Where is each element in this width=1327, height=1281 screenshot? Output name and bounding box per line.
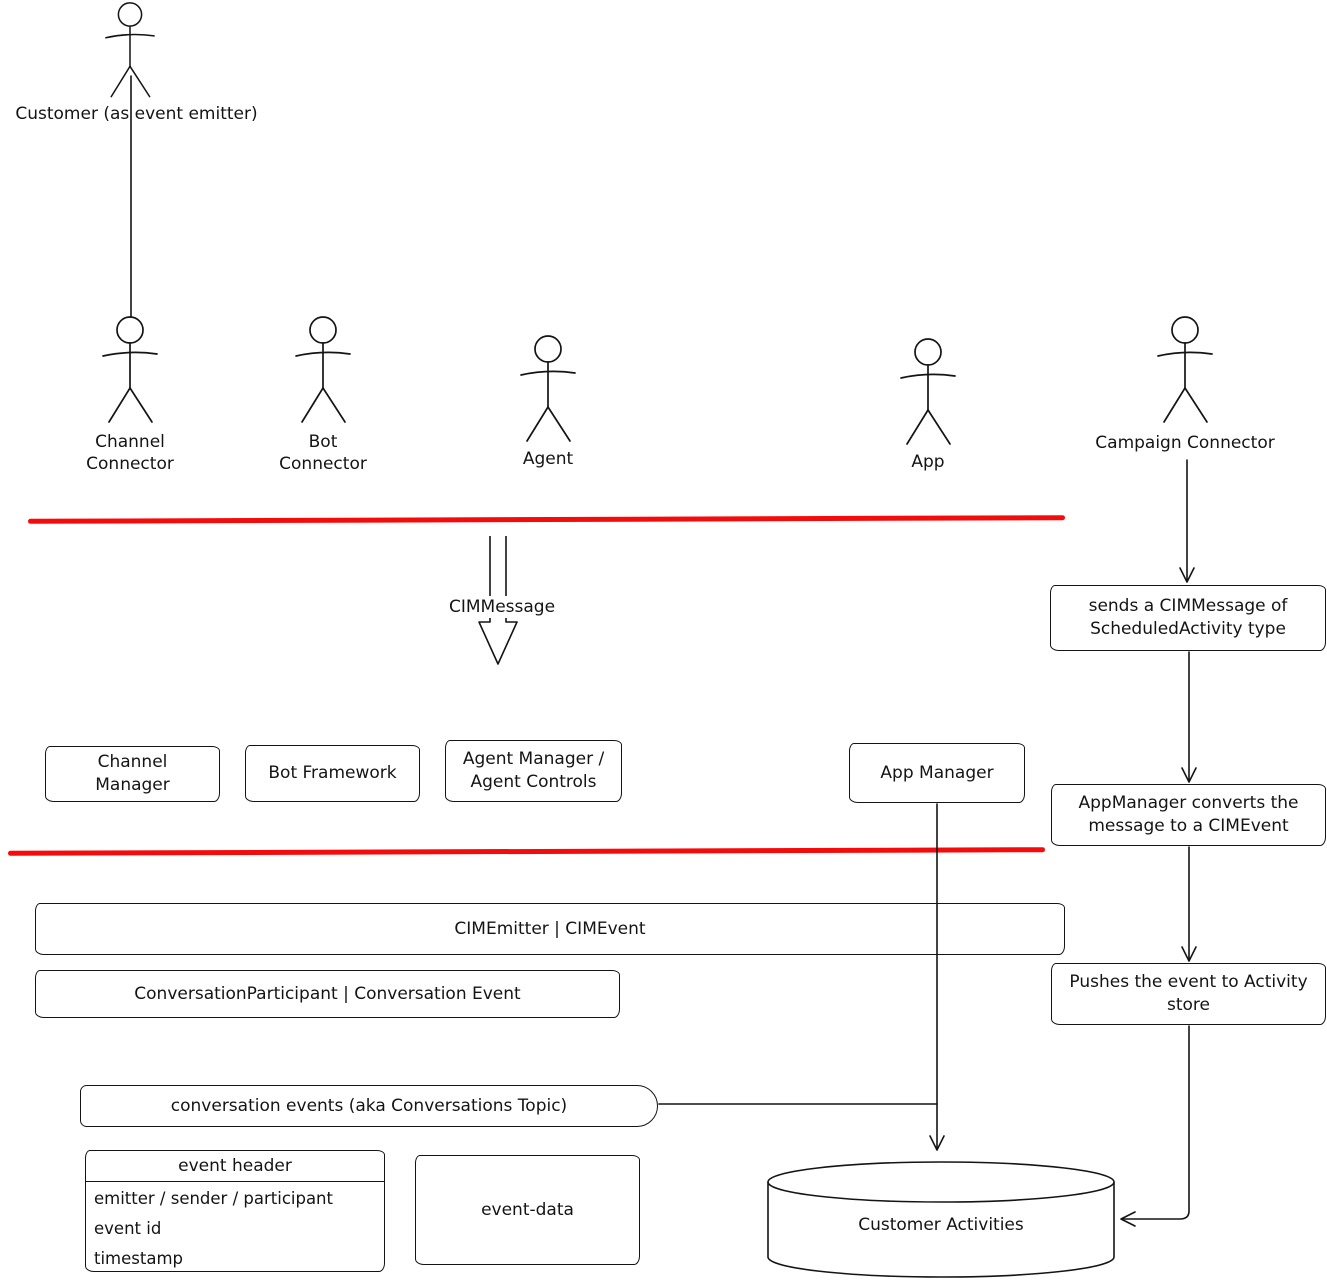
channel-manager-label: Channel Manager bbox=[95, 752, 170, 795]
bot-framework-box: Bot Framework bbox=[245, 745, 420, 802]
sends-scheduled-label: sends a CIMMessage of ScheduledActivity … bbox=[1088, 596, 1288, 639]
arrowhead-down bbox=[1181, 946, 1197, 962]
pushes-event-box: Pushes the event to Activity store bbox=[1051, 963, 1326, 1025]
actor-campaign-connector-label: Campaign Connector bbox=[1095, 433, 1275, 453]
event-header-row: event id bbox=[94, 1219, 162, 1238]
appmanager-converts-label: AppManager converts the message to a CIM… bbox=[1078, 793, 1299, 836]
conversation-participant-label: ConversationParticipant | Conversation E… bbox=[134, 983, 521, 1004]
appmanager-converts-box: AppManager converts the message to a CIM… bbox=[1051, 784, 1326, 846]
actor-app-label: App bbox=[911, 452, 945, 472]
actor-app bbox=[898, 338, 958, 454]
swimlane-divider-bottom bbox=[7, 847, 1046, 856]
actor-channel-connector-label: Channel Connector bbox=[86, 432, 174, 474]
app-manager-box: App Manager bbox=[849, 743, 1025, 803]
arrowhead-down bbox=[929, 1135, 945, 1151]
actor-agent bbox=[518, 335, 578, 451]
event-header-title: event header bbox=[86, 1151, 384, 1182]
actor-customer bbox=[103, 2, 157, 106]
sends-scheduled-box: sends a CIMMessage of ScheduledActivity … bbox=[1050, 585, 1326, 651]
cim-emitter-box: CIMEmitter | CIMEvent bbox=[35, 903, 1065, 955]
cim-emitter-label: CIMEmitter | CIMEvent bbox=[454, 918, 646, 939]
agent-manager-label: Agent Manager / Agent Controls bbox=[462, 749, 605, 792]
actor-bot-connector bbox=[293, 316, 353, 432]
arrowhead-down bbox=[1181, 767, 1197, 783]
agent-manager-box: Agent Manager / Agent Controls bbox=[445, 740, 622, 802]
arrow-pushes-to-activities bbox=[1121, 1025, 1190, 1220]
actor-customer-label: Customer (as event emitter) bbox=[15, 104, 258, 124]
actor-bot-connector-label: Bot Connector bbox=[279, 432, 367, 474]
conversation-events-label: conversation events (aka Conversations T… bbox=[170, 1095, 568, 1116]
arrowhead-down bbox=[1179, 567, 1195, 583]
database-cylinder-icon bbox=[767, 1161, 1115, 1278]
stick-figure-icon bbox=[1157, 316, 1213, 423]
stick-figure-icon bbox=[295, 316, 351, 423]
app-manager-label: App Manager bbox=[880, 762, 994, 783]
actor-campaign-connector bbox=[1155, 316, 1215, 432]
stick-figure-icon bbox=[102, 316, 158, 423]
bot-framework-label: Bot Framework bbox=[268, 763, 397, 783]
swimlane-divider-top bbox=[27, 515, 1066, 524]
event-header-table: event header emitter / sender / particip… bbox=[85, 1150, 385, 1272]
arrowhead-left bbox=[1120, 1211, 1136, 1227]
actor-channel-connector bbox=[100, 316, 160, 432]
customer-activities-db: Customer Activities bbox=[765, 1160, 1117, 1280]
stick-figure-icon bbox=[105, 2, 155, 98]
stick-figure-icon bbox=[520, 335, 576, 442]
customer-activities-label: Customer Activities bbox=[858, 1215, 1024, 1235]
pushes-event-label: Pushes the event to Activity store bbox=[1069, 972, 1308, 1015]
cim-message-label: CIMMessage bbox=[420, 596, 584, 618]
conversation-events-pill: conversation events (aka Conversations T… bbox=[80, 1085, 658, 1127]
event-data-box: event-data bbox=[415, 1155, 640, 1265]
channel-manager-box: Channel Manager bbox=[45, 746, 220, 802]
event-header-row: timestamp bbox=[94, 1249, 184, 1268]
actor-agent-label: Agent bbox=[522, 449, 574, 469]
conversation-participant-box: ConversationParticipant | Conversation E… bbox=[35, 970, 620, 1018]
event-header-row: emitter / sender / participant bbox=[94, 1189, 333, 1208]
stick-figure-icon bbox=[900, 338, 956, 445]
event-data-label: event-data bbox=[481, 1199, 574, 1220]
